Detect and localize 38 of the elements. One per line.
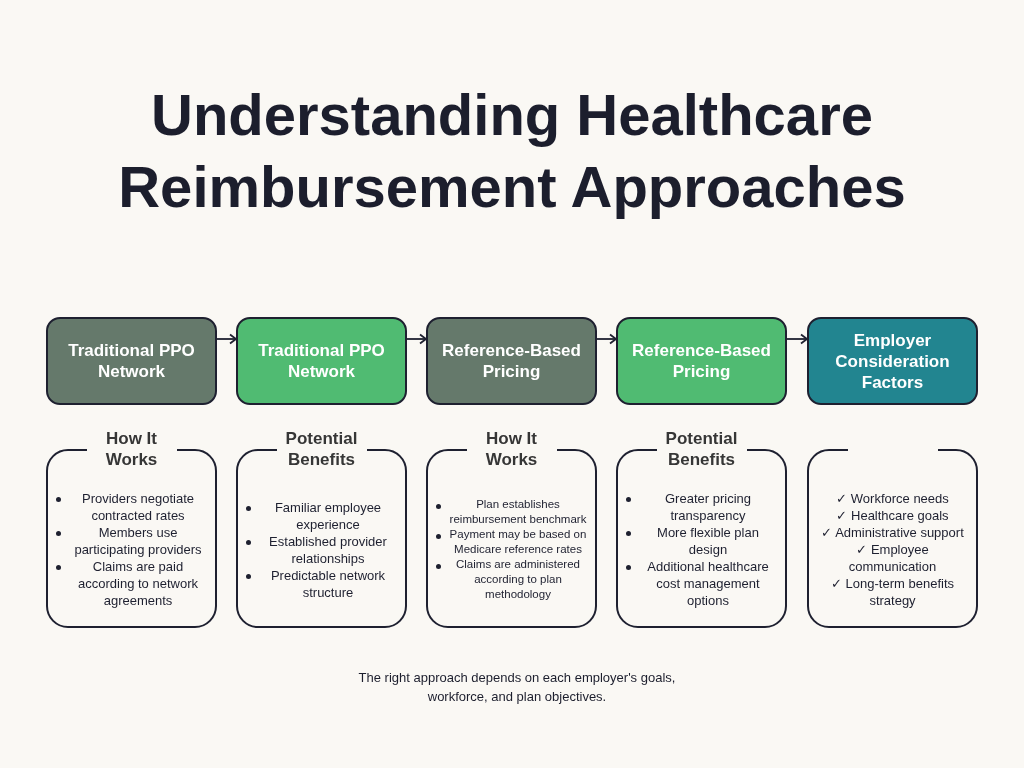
title: Understanding Healthcare Reimbursement Approaches (117, 81, 907, 221)
list-item: Members use participating providers (73, 524, 203, 558)
panel-heading: How It Works (484, 428, 539, 470)
process-box (46, 317, 217, 405)
box-label: Employer Consideration Factors (834, 329, 951, 393)
list-item: Predictable network structure (269, 566, 387, 601)
list-item: ✓ Workforce needs (835, 490, 950, 507)
box-label: Reference-Based Pricing (631, 340, 772, 382)
list-item: Additional healthcare cost management options (646, 558, 770, 609)
info-panel (807, 449, 978, 628)
list-item: Greater pricing transparency (664, 490, 752, 524)
process-box (807, 317, 978, 405)
list-item: Plan establishes reimbursement benchmark (448, 497, 588, 527)
panel-heading: How It Works (104, 428, 159, 470)
box-label: Reference-Based Pricing (441, 340, 582, 382)
arrow (216, 333, 237, 345)
list-item: Payment may be based on Medicare reference rates (448, 527, 588, 557)
panel-heading: Potential Benefits (664, 428, 739, 470)
process-box (236, 317, 407, 405)
box-label: Traditional PPO Network (257, 340, 386, 382)
list-item: Familiar employee experience (273, 498, 383, 533)
list-item: Providers negotiate contracted rates (81, 490, 195, 524)
list-item: Claims are administered according to plan methodology (455, 557, 581, 602)
panel-heading: Potential Benefits (284, 428, 359, 470)
list-item: ✓ Healthcare goals (835, 507, 950, 524)
caption: The right approach depends on each employer's goals, workforce, and plan objectives. (357, 669, 677, 706)
list-item: Established provider relationships (268, 532, 388, 567)
arrow (406, 333, 427, 345)
list-item: ✓ Long-term benefits strategy (830, 575, 955, 609)
arrow (786, 333, 808, 345)
process-box (616, 317, 787, 405)
list-item: ✓ Administrative support (820, 524, 965, 541)
list-item: ✓ Employee communication (847, 541, 938, 575)
arrow (596, 333, 617, 345)
process-box (426, 317, 597, 405)
list-item: More flexible plan design (656, 524, 760, 558)
list-item: Claims are paid according to network agreements (77, 558, 199, 609)
box-label: Traditional PPO Network (67, 340, 196, 382)
